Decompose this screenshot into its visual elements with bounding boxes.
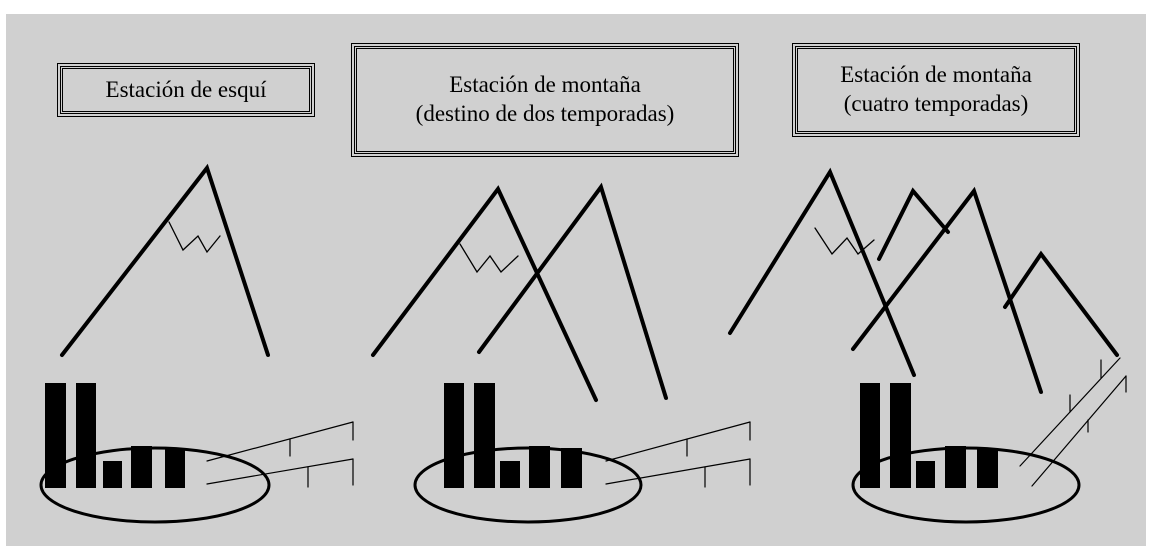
panel-title-two-season-resort: Estación de montaña (destino de dos temp… xyxy=(351,43,739,157)
panel-title-line: Estación de montaña xyxy=(840,62,1032,88)
panel-title-ski-resort: Estación de esquí xyxy=(57,63,315,117)
panel-title-line: Estación de montaña xyxy=(449,72,641,98)
snow-cap-icon xyxy=(168,221,221,254)
buildings-icon xyxy=(444,383,582,488)
panel-title-four-season-resort: Estación de montaña (cuatro temporadas) xyxy=(792,43,1080,137)
ski-lift-icon xyxy=(206,421,354,488)
mountain-icon xyxy=(728,167,916,377)
ski-lift-icon xyxy=(1019,357,1127,487)
panel-3-illustration xyxy=(728,167,1127,524)
panel-1-illustration xyxy=(39,163,354,524)
buildings-icon xyxy=(45,383,185,488)
mountain-icon xyxy=(1003,250,1119,357)
snow-cap-icon xyxy=(814,227,875,256)
mountain-icon xyxy=(851,186,1043,394)
mountain-icon xyxy=(477,182,668,400)
snow-cap-icon xyxy=(459,243,519,274)
panel-2-illustration xyxy=(371,182,751,524)
mountain-icon xyxy=(371,185,598,402)
panel-title-line: (destino de dos temporadas) xyxy=(415,101,675,126)
resort-ellipse-icon xyxy=(39,446,271,524)
resort-ellipse-icon xyxy=(851,446,1081,524)
resort-ellipse-icon xyxy=(413,446,643,524)
panel-title-line: Estación de esquí xyxy=(105,76,267,102)
buildings-icon xyxy=(860,383,998,488)
mountain-icon xyxy=(877,187,950,261)
panel-title-line: (cuatro temporadas) xyxy=(843,91,1029,116)
mountain-icon xyxy=(60,163,270,357)
ski-lift-icon xyxy=(605,421,751,488)
